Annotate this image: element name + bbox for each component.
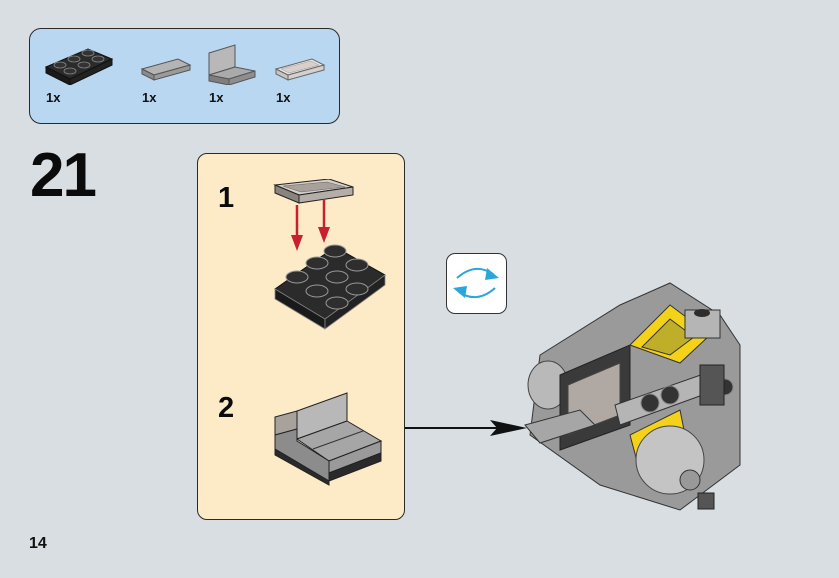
black-plate-icon <box>44 48 114 85</box>
substep-1-illustration <box>273 179 386 330</box>
part-gray-tile: 1x <box>140 57 195 105</box>
part-black-plate: 1x <box>44 43 114 105</box>
rotate-model-icon <box>446 253 507 314</box>
parts-list-callout: 1x 1x 1x 1x <box>29 28 340 124</box>
substep-2-illustration <box>274 392 383 486</box>
subassembly-callout: 1 2 <box>197 153 405 520</box>
model-assembly-illustration <box>524 282 741 511</box>
insert-arrows <box>291 199 330 251</box>
page-number: 14 <box>29 535 47 552</box>
trans-clear-tile-icon <box>274 58 326 81</box>
arrow-right-icon <box>405 420 527 436</box>
part-gray-panel: 1x <box>207 43 262 105</box>
gray-panel-icon <box>208 44 256 85</box>
substep-number: 1 <box>218 182 235 214</box>
part-qty: 1x <box>276 90 291 105</box>
gray-tile-icon <box>140 58 192 81</box>
part-trans-tile: 1x <box>274 57 329 105</box>
part-qty: 1x <box>209 90 224 105</box>
part-qty: 1x <box>142 90 157 105</box>
substep-number: 2 <box>218 392 235 424</box>
step-number: 21 <box>30 141 97 210</box>
part-qty: 1x <box>46 90 61 105</box>
